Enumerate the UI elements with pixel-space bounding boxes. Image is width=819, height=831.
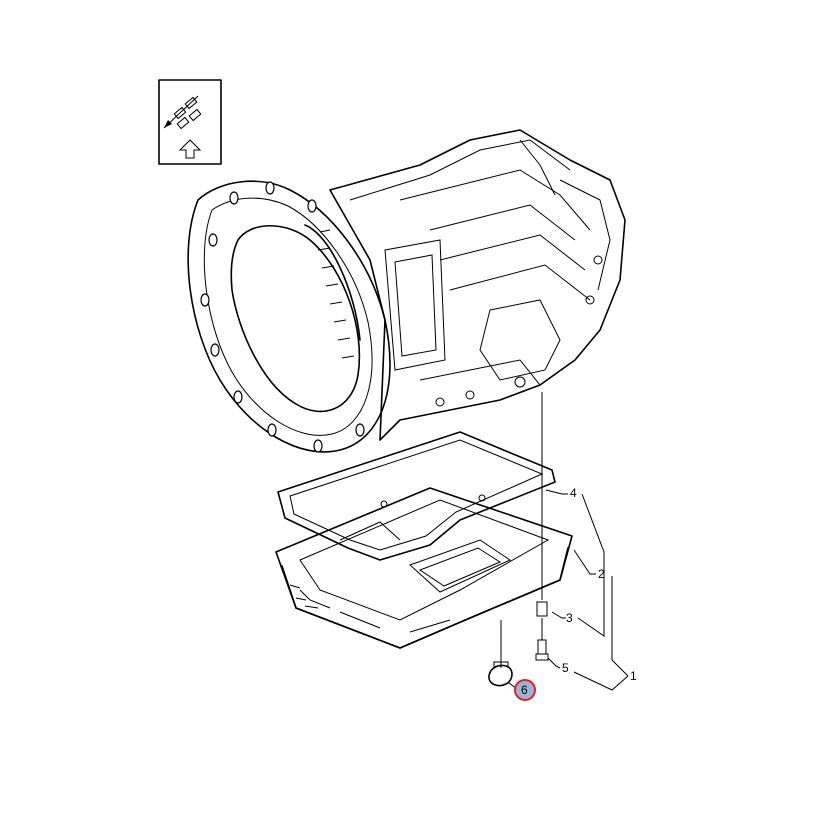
- transmission-housing: [187, 129, 626, 453]
- callout-leaders: [507, 489, 629, 691]
- pan-bolt-assembly: [535, 392, 549, 661]
- callout-label-2: 2: [598, 567, 605, 581]
- callout-label-1: 1: [630, 669, 637, 683]
- callout-6-highlight[interactable]: 6: [514, 679, 536, 701]
- drain-plug: [488, 620, 513, 687]
- callout-labels: 4 2 3 5 1 6: [514, 486, 637, 701]
- callout-label-6: 6: [521, 683, 528, 697]
- callout-label-4: 4: [570, 486, 577, 500]
- callout-label-3: 3: [566, 611, 573, 625]
- pan-gasket: [277, 431, 556, 561]
- callout-label-5: 5: [562, 661, 569, 675]
- oil-pan: [275, 487, 573, 649]
- view-direction-arrow-icon: [158, 79, 222, 165]
